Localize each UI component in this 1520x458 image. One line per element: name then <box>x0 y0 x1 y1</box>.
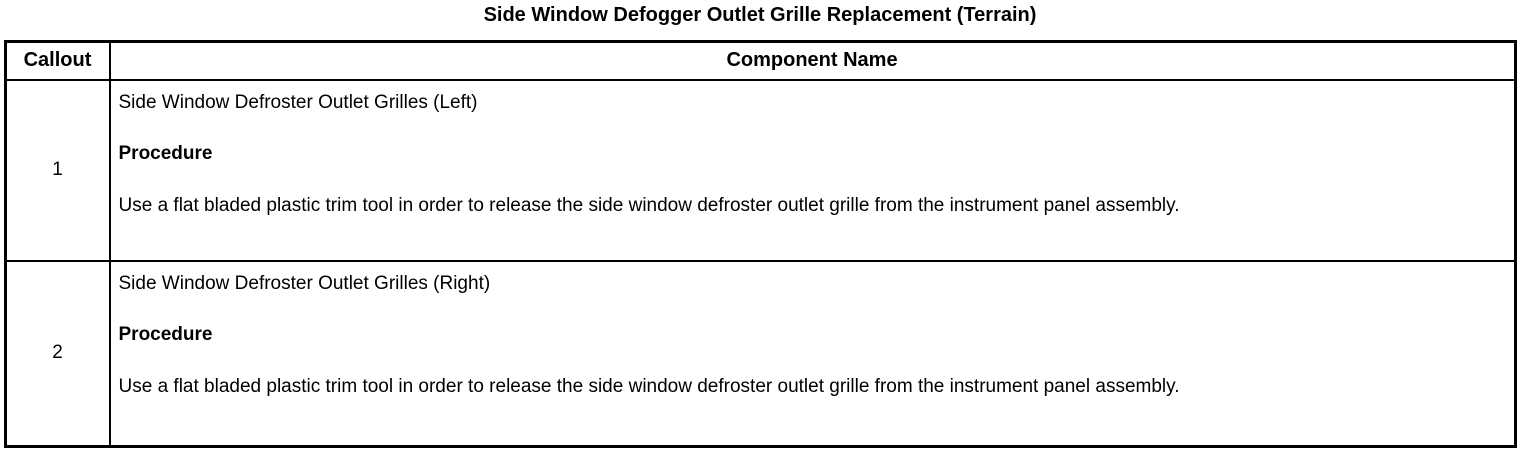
component-name-text: Side Window Defroster Outlet Grilles (Le… <box>118 91 478 113</box>
procedure-heading: Procedure <box>118 324 213 346</box>
component-name-text: Side Window Defroster Outlet Grilles (Ri… <box>118 272 491 294</box>
component-cell: Side Window Defroster Outlet Grilles (Ri… <box>108 259 1516 448</box>
procedure-text: Use a flat bladed plastic trim tool in o… <box>118 195 1180 217</box>
callout-number: 1 <box>4 78 111 262</box>
column-header-component-name: Component Name <box>108 40 1516 81</box>
table-row: 1 Side Window Defroster Outlet Grilles (… <box>4 78 1516 262</box>
table-row: 2 Side Window Defroster Outlet Grilles (… <box>4 259 1516 448</box>
procedure-text: Use a flat bladed plastic trim tool in o… <box>118 376 1180 398</box>
callout-table: Callout Component Name 1 Side Window Def… <box>3 40 1517 448</box>
column-header-callout: Callout <box>4 40 111 81</box>
page-title: Side Window Defogger Outlet Grille Repla… <box>483 4 1037 26</box>
callout-number: 2 <box>4 259 111 448</box>
procedure-heading: Procedure <box>118 143 213 165</box>
component-cell: Side Window Defroster Outlet Grilles (Le… <box>108 78 1516 262</box>
table-header-row: Callout Component Name <box>4 40 1516 81</box>
